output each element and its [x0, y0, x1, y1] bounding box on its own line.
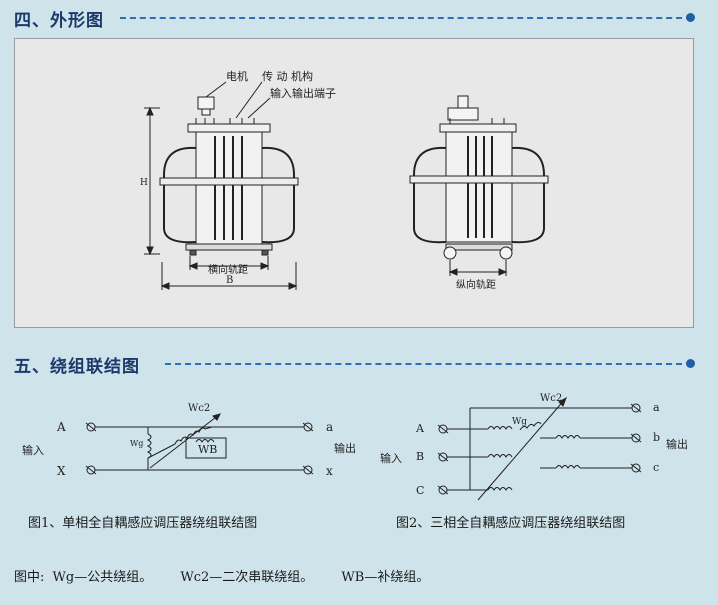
- fig2-label-A: A: [415, 422, 425, 435]
- fig1-label-X: X: [57, 464, 66, 478]
- fig2-label-input: 输入: [380, 451, 402, 465]
- front-view-transformer: [144, 81, 299, 290]
- side-view-labels: 纵向轨距: [456, 278, 496, 291]
- fig2-labels: A B C a b c 输入 输出 Wc2 Wg: [380, 393, 688, 497]
- legend-wb: WB—补绕组。: [341, 570, 430, 585]
- legend-wc2: Wc2—二次串联绕组。: [180, 570, 314, 585]
- legend-prefix: 图中:: [14, 570, 45, 585]
- fig2-label-c: c: [653, 461, 659, 474]
- label-longitudinal-gauge: 纵向轨距: [456, 278, 496, 291]
- fig2-label-output: 输出: [666, 437, 688, 451]
- fig1-label-output: 输出: [334, 441, 356, 455]
- legend-wg: Wg—公共绕组。: [52, 570, 153, 585]
- motor-icon-side: [457, 95, 469, 109]
- label-motor: 电机: [226, 69, 248, 83]
- label-terminal: 输入输出端子: [270, 86, 336, 100]
- fig1-label-a: a: [326, 420, 333, 434]
- fig1-label-input: 输入: [22, 443, 44, 457]
- section-4-title: 四、外形图: [14, 11, 104, 31]
- fig2-label-a: a: [653, 401, 660, 414]
- fig1-label-x: x: [326, 464, 333, 478]
- fig2-label-C: C: [416, 484, 424, 497]
- fig1-caption: 图1、单相全自耦感应调压器绕组联结图: [28, 516, 258, 531]
- fig2-label-b: b: [653, 431, 660, 444]
- motor-icon: [197, 96, 215, 110]
- label-lateral-gauge: 横向轨距: [208, 263, 248, 276]
- section-4-rule-dot: [686, 13, 695, 22]
- fig2-label-wc2: Wc2: [540, 393, 562, 404]
- fig1-labels: A X a x 输入 输出 Wc2 Wg WB: [22, 403, 356, 478]
- section-5-rule-dot: [686, 359, 695, 368]
- fig2-label-wg: Wg: [512, 417, 527, 427]
- label-b: B: [226, 275, 233, 286]
- fig1-label-wb: WB: [198, 443, 217, 456]
- fig1-label-A: A: [56, 420, 66, 434]
- label-drive: 传 动 机构: [262, 69, 313, 83]
- section-5-title: 五、绕组联结图: [14, 357, 140, 377]
- fig1-label-wg: Wg: [130, 439, 143, 448]
- front-view-labels: 电机 传 动 机构 输入输出端子 H 横向轨距 B: [140, 69, 336, 286]
- fig1-wiring: [85, 413, 314, 475]
- section-5-rule: [165, 363, 692, 365]
- section-4-rule: [120, 17, 692, 19]
- legend: 图中: Wg—公共绕组。 Wc2—二次串联绕组。 WB—补绕组。: [14, 566, 453, 585]
- fig2-wiring: [437, 396, 642, 501]
- fig1-label-wc2: Wc2: [188, 403, 210, 414]
- outline-panel: [14, 38, 694, 328]
- fig2-caption: 图2、三相全自耦感应调压器绕组联结图: [396, 516, 626, 531]
- label-h: H: [140, 178, 148, 188]
- fig2-label-B: B: [416, 450, 424, 463]
- side-view-transformer: [409, 95, 549, 276]
